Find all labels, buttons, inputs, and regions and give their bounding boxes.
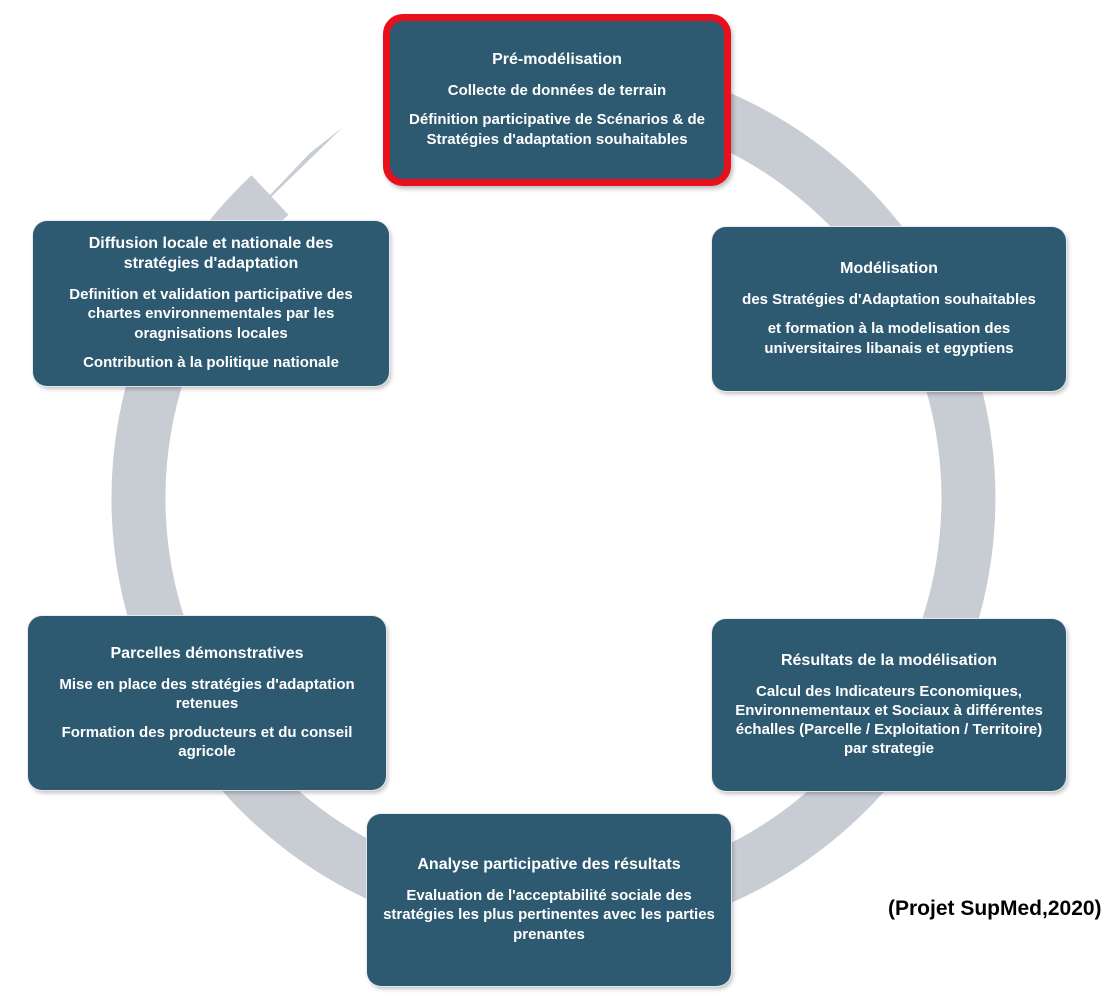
node-line: et formation à la modelisation des unive… xyxy=(764,320,1014,357)
node-title: Modélisation xyxy=(840,260,938,278)
node-parcelles-demonstratives: Parcelles démonstratives Mise en place d… xyxy=(28,616,386,790)
node-title: Diffusion locale et nationale des straté… xyxy=(88,235,334,273)
node-line: Definition et validation participative d… xyxy=(69,286,353,342)
node-title: Résultats de la modélisation xyxy=(780,651,998,669)
cycle-arrowhead-icon xyxy=(230,127,343,237)
node-analyse-participative: Analyse participative des résultats Eval… xyxy=(367,814,731,986)
node-title: Parcelles démonstratives xyxy=(110,644,304,662)
node-resultats-modelisation: Résultats de la modélisation Calcul des … xyxy=(712,619,1066,791)
node-modelisation: Modélisation des Stratégies d'Adaptation… xyxy=(712,227,1066,391)
node-title: Pré-modélisation xyxy=(492,51,622,69)
node-title: Analyse participative des résultats xyxy=(417,856,681,874)
node-line: Contribution à la politique nationale xyxy=(83,353,339,371)
node-line: Evaluation de l'acceptabilité sociale de… xyxy=(383,887,715,943)
node-line: des Stratégies d'Adaptation souhaitables xyxy=(742,291,1036,309)
node-diffusion-strategies: Diffusion locale et nationale des straté… xyxy=(33,221,389,386)
node-line: Formation des producteurs et du conseil … xyxy=(61,724,353,761)
node-line: Définition participative de Scénarios & … xyxy=(409,111,705,148)
node-pre-modelisation: Pré-modélisation Collecte de données de … xyxy=(383,14,731,186)
node-line: Collecte de données de terrain xyxy=(447,82,667,100)
source-caption: (Projet SupMed,2020) xyxy=(888,897,1102,920)
node-line: Calcul des Indicateurs Economiques, Envi… xyxy=(735,682,1043,758)
node-line: Mise en place des stratégies d'adaptatio… xyxy=(59,675,355,712)
